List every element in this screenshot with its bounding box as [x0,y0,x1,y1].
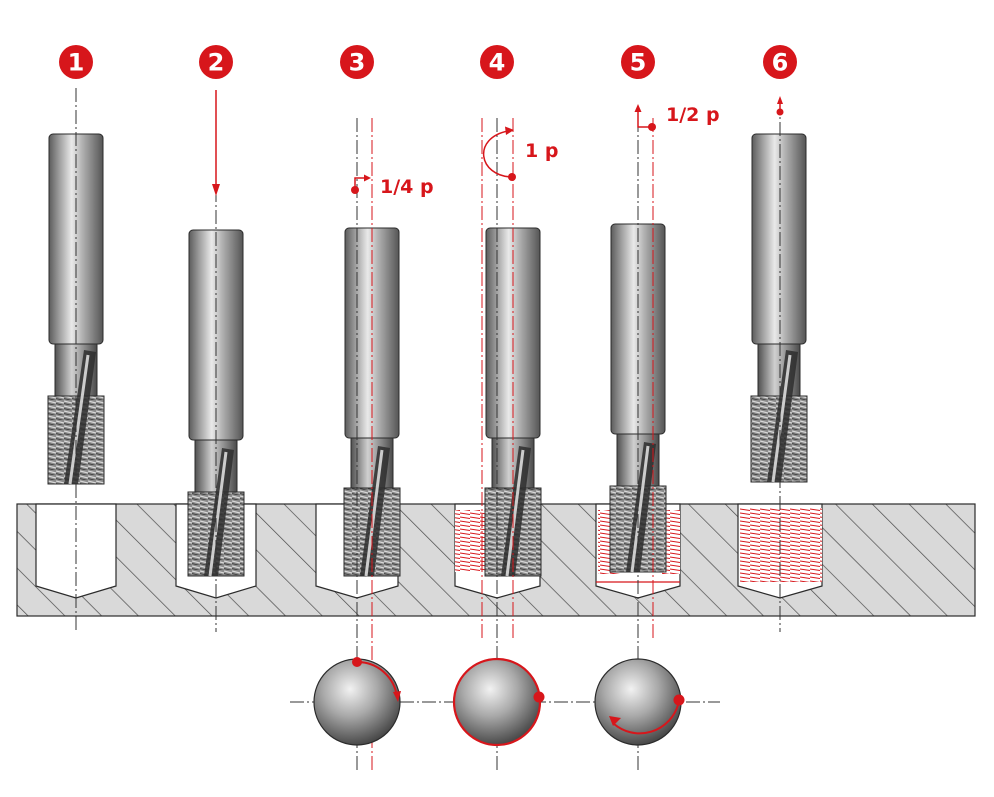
retract-up-arrow-icon [776,96,784,116]
top-view-3 [313,657,401,746]
motion-annotations [212,90,784,196]
radial-entry-arrow-icon [351,174,371,194]
step-number-5: 5 [630,49,647,77]
motion-label-step-3: 1/4 p [380,176,434,198]
step-badges: 1 2 3 4 5 6 [59,45,797,79]
step-number-3: 3 [349,49,366,77]
thread-full-6 [740,508,822,582]
step-badge-5: 5 [621,45,655,79]
tool-6 [750,133,808,483]
step-badge-6: 6 [763,45,797,79]
step-number-4: 4 [489,49,506,77]
tool-2 [187,229,245,577]
plunge-down-arrow-icon [212,90,220,196]
tools [47,133,808,577]
top-view-5 [594,658,685,746]
step-badge-2: 2 [199,45,233,79]
motion-label-step-4: 1 p [525,140,558,162]
step-badge-3: 3 [340,45,374,79]
step-badge-4: 4 [480,45,514,79]
helical-circle-arrow-icon [482,126,516,181]
step-number-1: 1 [68,49,85,77]
radial-exit-arrow-icon [634,104,656,131]
tool-5 [609,223,667,573]
top-views [313,657,685,747]
top-view-4 [452,657,545,747]
offset-lines [371,118,654,770]
step-number-6: 6 [772,49,789,77]
thread-wall-4-left [455,510,485,572]
step-badge-1: 1 [59,45,93,79]
step-number-2: 2 [208,49,225,77]
motion-label-step-5: 1/2 p [666,104,720,126]
